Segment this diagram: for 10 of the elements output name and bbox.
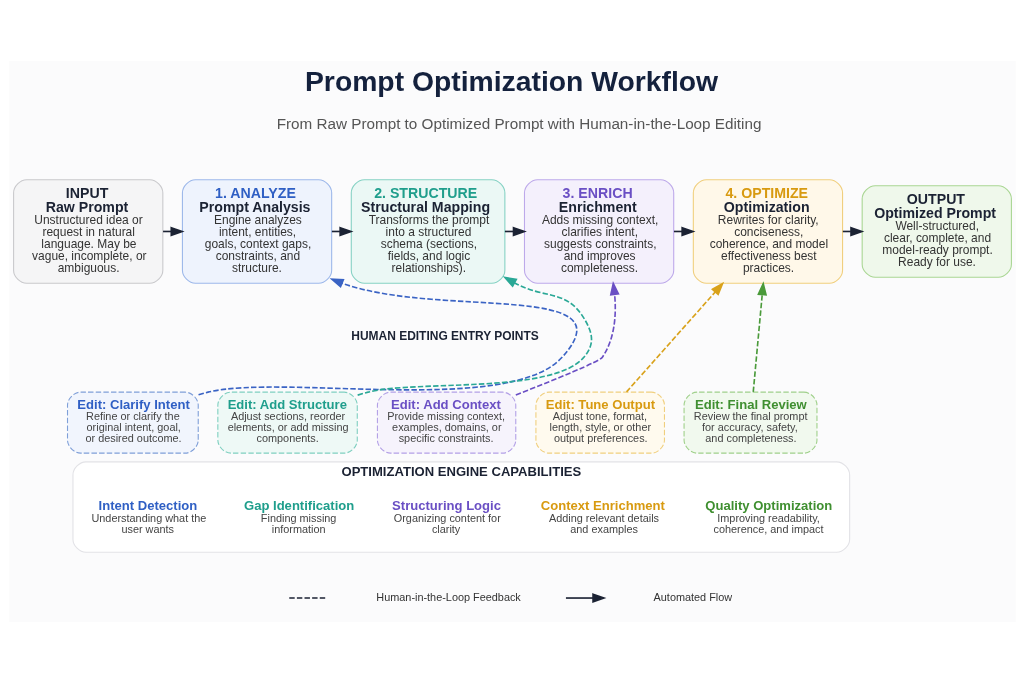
node-text: Quality Optimization Improving readability, coherence, and impact — [704, 498, 832, 535]
node-text: Intent Detection Understanding what the user wants — [90, 498, 206, 535]
legend-label: Automated Flow — [653, 590, 732, 603]
label: HUMAN EDITING ENTRY POINTS — [350, 328, 539, 343]
node-text: Structuring Logic Organizing content for clarity — [391, 498, 501, 535]
node-text: Context Enrichment Adding relevant details and examples — [540, 498, 665, 535]
node-text: Gap Identification Finding missing information — [243, 498, 354, 535]
diagram-title: Prompt Optimization Workflow — [304, 65, 718, 98]
legend-label: Human-in-the-Loop Feedback — [375, 590, 521, 603]
label: From Raw Prompt to Optimized Prompt with Human-in-the-Loop Editing — [276, 115, 761, 133]
